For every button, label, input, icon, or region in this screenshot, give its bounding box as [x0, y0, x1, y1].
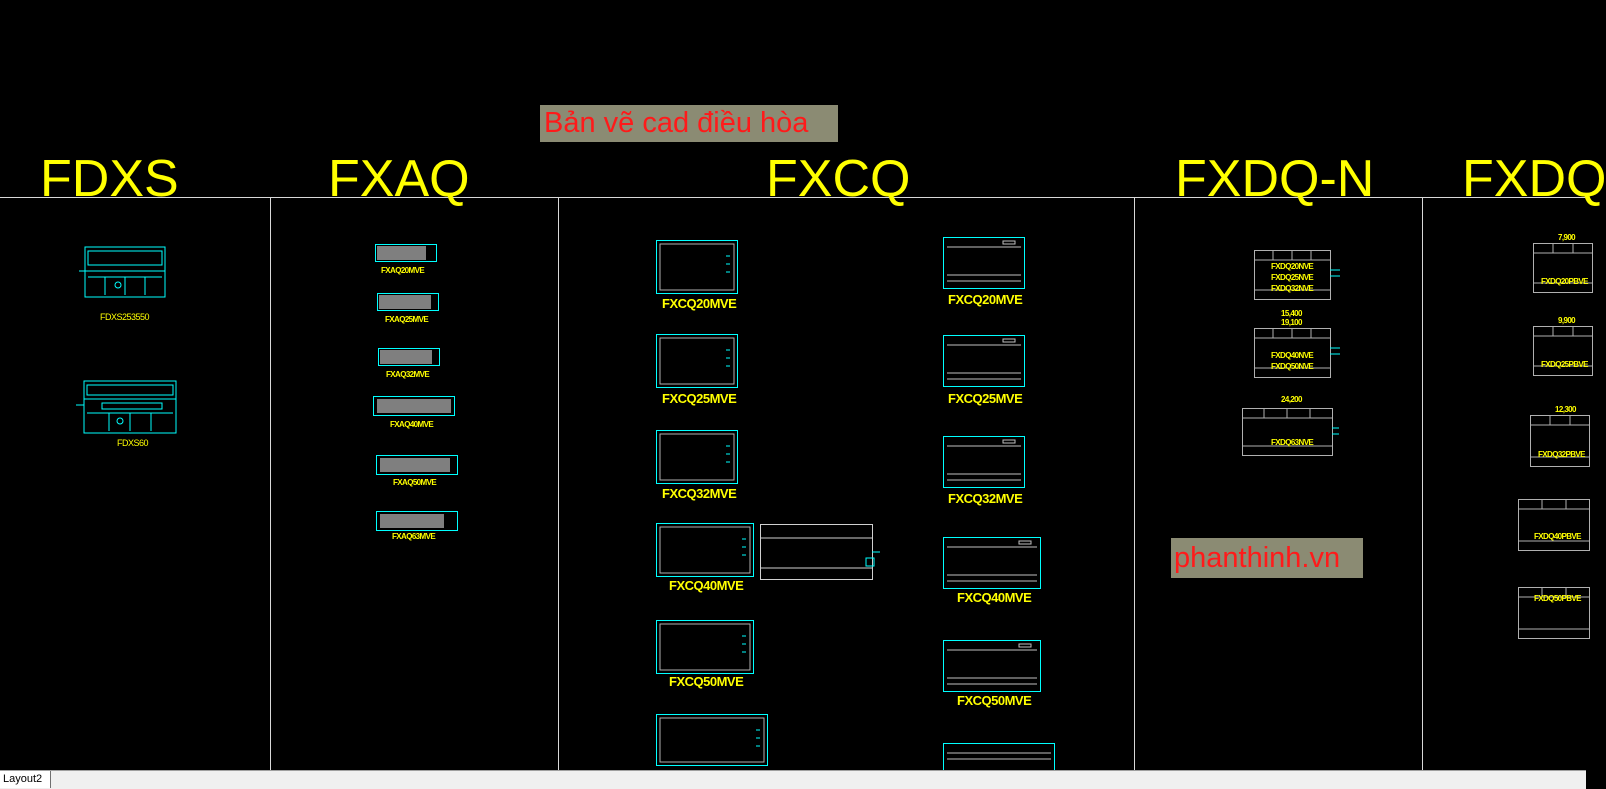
- fxdq-label-5: FXDQ50PBVE: [1534, 594, 1582, 603]
- fxdq-n-unit-drawing[interactable]: [1254, 250, 1342, 300]
- fxdq-unit-drawing[interactable]: [1533, 326, 1593, 376]
- fxdq-n-unit-drawing[interactable]: [1254, 328, 1342, 378]
- fxaq-label-2: FXAQ25MVE: [385, 315, 429, 324]
- fxdq-n-dim-3: 24,200: [1281, 395, 1302, 404]
- column-divider-1: [270, 197, 271, 770]
- fxdq-dim-3: 12,300: [1555, 405, 1576, 414]
- column-divider-4: [1422, 197, 1423, 770]
- fxcq-side-view-drawing[interactable]: [760, 524, 880, 580]
- fxcq-label-right-3: FXCQ32MVE: [948, 491, 1023, 506]
- fxdq-n-dim-1: 15,400: [1281, 309, 1302, 318]
- fxdq-dim-1: 7,900: [1558, 233, 1576, 242]
- heading-fxdq-n: FXDQ-N: [1175, 150, 1375, 208]
- fxcq-label-left-4: FXCQ40MVE: [669, 578, 744, 593]
- header-divider-line: [0, 197, 1586, 198]
- fxdq-label-2: FXDQ25PBVE: [1541, 360, 1589, 369]
- fxcq-label-left-1: FXCQ20MVE: [662, 296, 737, 311]
- fxcq-label-right-4: FXCQ40MVE: [957, 590, 1032, 605]
- fxdq-n-label-1: FXDQ20NVE: [1271, 262, 1314, 271]
- fxdq-n-label-4: FXDQ40NVE: [1271, 351, 1314, 360]
- title-banner: Bản vẽ cad điều hòa: [540, 105, 838, 142]
- fdxs-unit-drawing[interactable]: [79, 246, 166, 298]
- fdxs-label-1: FDXS253550: [100, 312, 150, 322]
- fxdq-n-label-5: FXDQ50NVE: [1271, 362, 1314, 371]
- fxdq-label-4: FXDQ40PBVE: [1534, 532, 1582, 541]
- fxdq-label-1: FXDQ20PBVE: [1541, 277, 1589, 286]
- fxaq-label-4: FXAQ40MVE: [390, 420, 434, 429]
- fxcq-front-view-drawing[interactable]: [943, 640, 1041, 692]
- fxcq-label-right-2: FXCQ25MVE: [948, 391, 1023, 406]
- fxaq-label-6: FXAQ63MVE: [392, 532, 436, 541]
- fxdq-unit-drawing[interactable]: [1518, 499, 1590, 551]
- fxdq-unit-drawing[interactable]: [1533, 243, 1593, 293]
- fxdq-n-unit-drawing[interactable]: [1242, 408, 1340, 456]
- fxdq-dim-2: 9,900: [1558, 316, 1576, 325]
- fxcq-front-view-drawing[interactable]: [943, 537, 1041, 589]
- fxcq-unit-drawing[interactable]: [656, 334, 738, 388]
- column-divider-2: [558, 197, 559, 770]
- fxcq-label-left-2: FXCQ25MVE: [662, 391, 737, 406]
- fxcq-label-right-1: FXCQ20MVE: [948, 292, 1023, 307]
- fxcq-front-view-drawing[interactable]: [943, 436, 1025, 488]
- fxaq-unit-drawing[interactable]: [375, 244, 437, 262]
- fxcq-label-left-5: FXCQ50MVE: [669, 674, 744, 689]
- fxaq-unit-drawing[interactable]: [378, 348, 440, 366]
- fxdq-unit-drawing[interactable]: [1518, 587, 1590, 639]
- fxcq-label-left-3: FXCQ32MVE: [662, 486, 737, 501]
- fxcq-front-view-drawing[interactable]: [943, 237, 1025, 289]
- fdxs-label-2: FDXS60: [117, 438, 149, 448]
- fxaq-unit-drawing[interactable]: [376, 511, 458, 531]
- fxaq-label-3: FXAQ32MVE: [386, 370, 430, 379]
- fxaq-unit-drawing[interactable]: [373, 396, 455, 416]
- heading-fxaq: FXAQ: [328, 150, 470, 208]
- column-divider-3: [1134, 197, 1135, 770]
- fxcq-front-view-drawing[interactable]: [943, 335, 1025, 387]
- fxdq-unit-drawing[interactable]: [1530, 415, 1590, 467]
- watermark: phanthinh.vn: [1171, 538, 1363, 578]
- fxdq-label-3: FXDQ32PBVE: [1538, 450, 1586, 459]
- heading-fxdq: FXDQ: [1462, 150, 1606, 208]
- fxaq-unit-drawing[interactable]: [377, 293, 439, 311]
- layout-tab-bar: Layout2: [0, 770, 1586, 789]
- fxdq-n-label-3: FXDQ32NVE: [1271, 284, 1314, 293]
- heading-fxcq: FXCQ: [766, 150, 911, 208]
- fxcq-unit-drawing[interactable]: [656, 714, 768, 766]
- heading-fdxs: FDXS: [40, 150, 179, 208]
- fxcq-unit-drawing[interactable]: [656, 523, 754, 577]
- fxdq-n-label-2: FXDQ25NVE: [1271, 273, 1314, 282]
- fxcq-label-right-5: FXCQ50MVE: [957, 693, 1032, 708]
- fxaq-unit-drawing[interactable]: [376, 455, 458, 475]
- fxcq-unit-drawing[interactable]: [656, 430, 738, 484]
- fxdq-n-label-6: FXDQ63NVE: [1271, 438, 1314, 447]
- fxaq-label-1: FXAQ20MVE: [381, 266, 425, 275]
- fxcq-unit-drawing[interactable]: [656, 620, 754, 674]
- fxdq-n-dim-2: 19,100: [1281, 318, 1302, 327]
- fxcq-unit-drawing[interactable]: [656, 240, 738, 294]
- fdxs-unit-drawing[interactable]: [76, 380, 177, 434]
- fxaq-label-5: FXAQ50MVE: [393, 478, 437, 487]
- layout-tab[interactable]: Layout2: [0, 771, 52, 788]
